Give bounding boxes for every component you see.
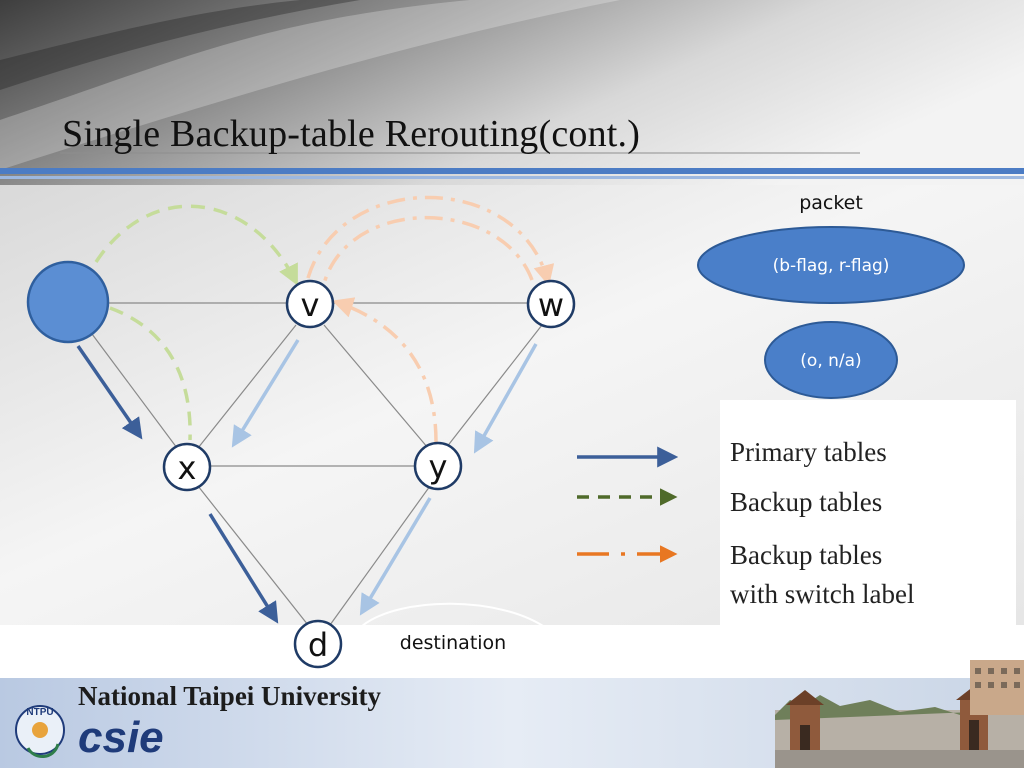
backup-arrows <box>94 204 298 441</box>
edge-y-d <box>329 485 431 626</box>
department-name: csie <box>78 713 164 762</box>
slide-title: Single Backup-table Rerouting(cont.) <box>62 113 641 155</box>
packet-header-ellipse: (b-flag, r-flag) <box>697 226 965 304</box>
node-d-label: d <box>308 626 328 664</box>
primary-arrow-s-x <box>76 345 143 440</box>
node-source <box>26 260 110 344</box>
legend-switch: Backup tables with switch label <box>577 540 914 609</box>
packet-header-label: (b-flag, r-flag) <box>773 256 890 276</box>
node-w: w <box>526 279 576 329</box>
switch-backup-arrows <box>306 195 555 443</box>
switch-arrow-y-v <box>332 297 438 443</box>
packet-value-ellipse: (o, n/a) <box>764 321 898 399</box>
node-x: x <box>162 442 212 492</box>
campus-photo <box>775 660 1024 768</box>
node-v-label: v <box>301 286 320 324</box>
ntpu-badge-text: NTPU <box>26 707 53 718</box>
legend-switch-label-line1: Backup tables <box>730 540 882 570</box>
backup-arrow-s-v <box>94 204 298 286</box>
legend-backup: Backup tables <box>577 487 882 517</box>
primary-arrow-y-d <box>359 497 432 616</box>
university-name: National Taipei University <box>78 681 382 711</box>
edge-s-x <box>91 333 181 453</box>
node-w-label: w <box>538 286 564 324</box>
edge-x-d <box>197 485 309 626</box>
backup-arrow-s-x <box>109 306 192 441</box>
edge-w-y <box>445 324 543 449</box>
node-v: v <box>285 279 335 329</box>
destination-label: destination <box>400 632 506 654</box>
legend-primary-label: Primary tables <box>730 437 887 467</box>
ntpu-logo: NTPU <box>15 705 65 758</box>
edge-v-x <box>197 324 297 449</box>
packet-value-label: (o, n/a) <box>800 351 861 371</box>
edge-v-y <box>323 324 429 449</box>
legend-primary: Primary tables <box>577 437 887 468</box>
legend: Primary tables Backup tables Backup tabl… <box>577 437 914 609</box>
packet-caption: packet <box>799 192 863 214</box>
primary-arrow-x-d <box>208 513 279 624</box>
destination-callout-outline <box>361 602 547 629</box>
node-d: d <box>293 619 343 669</box>
primary-arrows <box>76 339 538 624</box>
primary-arrow-w-y <box>473 343 538 454</box>
node-x-label: x <box>178 449 197 487</box>
footer-branding: National Taipei University NTPU csie <box>15 681 382 762</box>
topology-edges <box>91 302 543 626</box>
legend-switch-label-line2: with switch label <box>730 579 914 609</box>
switch-arrow-v-w-outer <box>306 195 555 287</box>
node-y-label: y <box>429 448 448 486</box>
legend-backup-label: Backup tables <box>730 487 882 517</box>
switch-arrow-w-v-inner <box>320 215 534 293</box>
primary-arrow-v-x <box>231 339 300 448</box>
node-y: y <box>413 441 463 491</box>
